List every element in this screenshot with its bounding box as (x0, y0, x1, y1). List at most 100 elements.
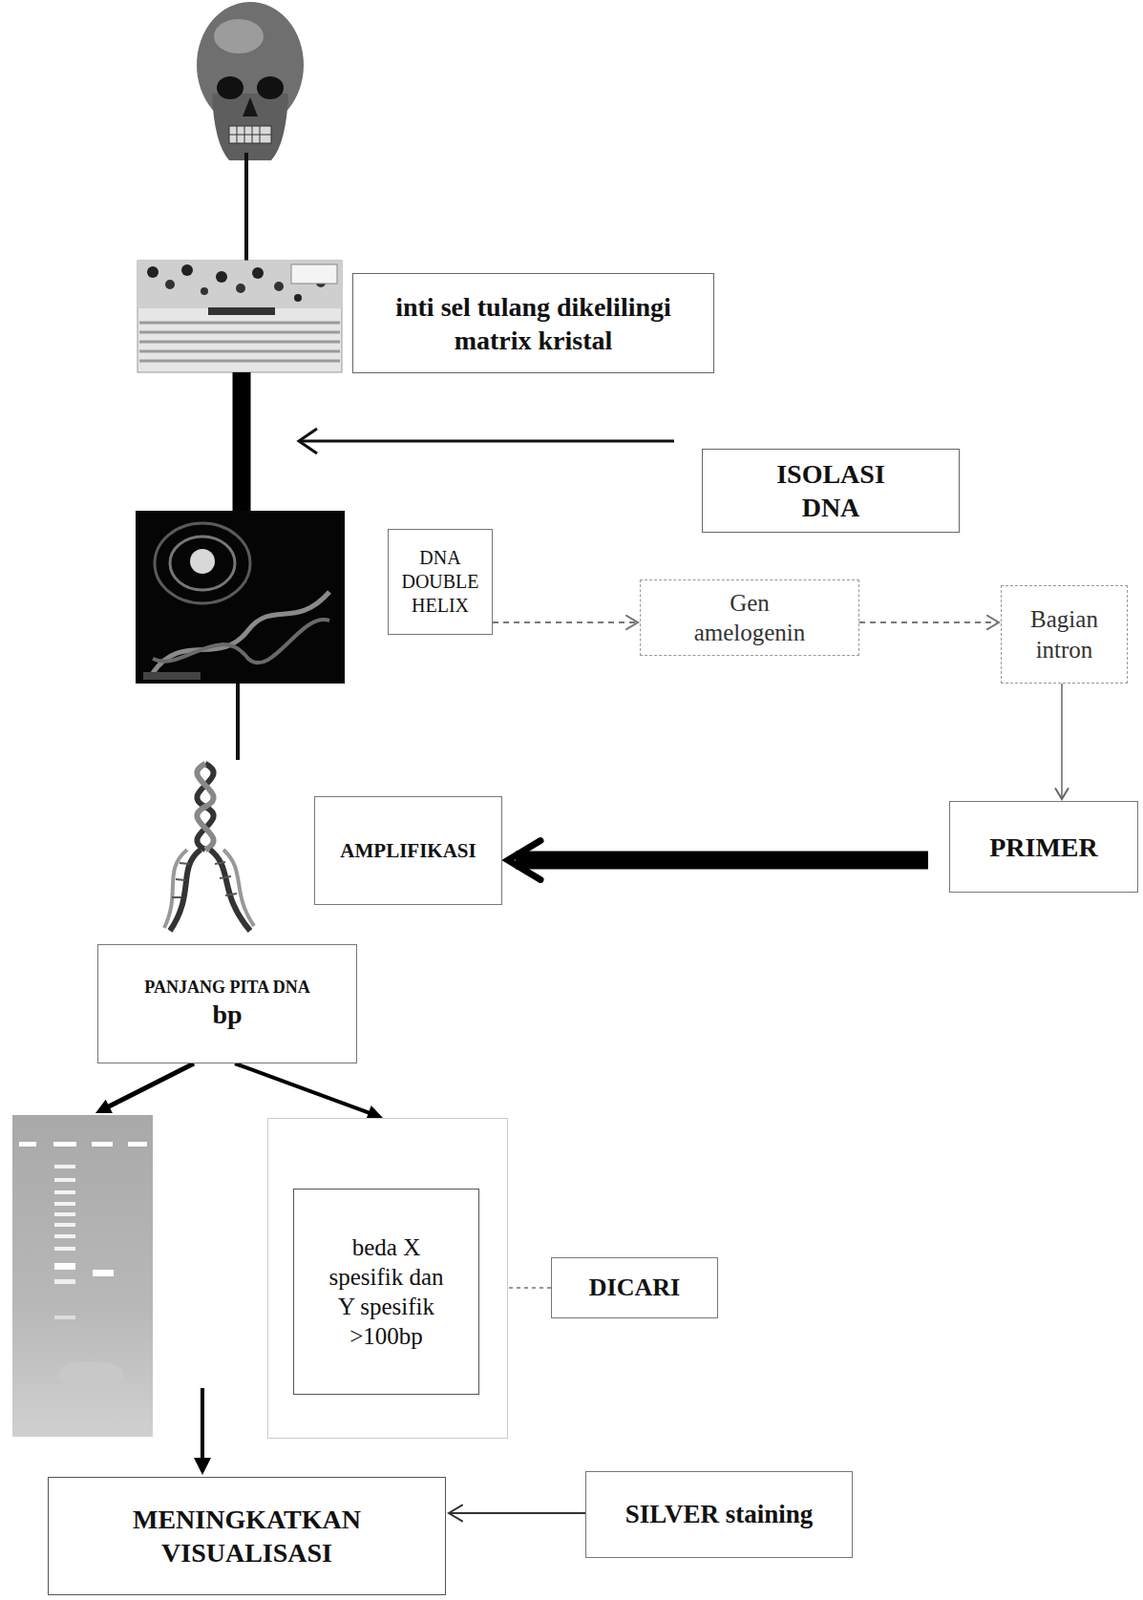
connector (1055, 683, 1068, 800)
arrow-head (298, 428, 318, 454)
arrow-head (987, 615, 999, 630)
box-text: SILVER staining (625, 1499, 813, 1532)
gel-well (19, 1142, 37, 1147)
connector-line (234, 1063, 372, 1115)
dna-strand (152, 592, 330, 674)
gel-well (91, 1142, 113, 1147)
micrograph-inset (291, 264, 338, 284)
connector-line (448, 1512, 586, 1515)
box-text: DNA DOUBLE HELIX (393, 546, 487, 618)
connector (492, 615, 638, 630)
text-box: DNA DOUBLE HELIX (387, 529, 493, 635)
box-text: MENINGKATKAN VISUALISASI (67, 1502, 426, 1570)
cell-dot (252, 267, 264, 279)
skull-cranium (196, 1, 304, 128)
dna-swirl (154, 523, 251, 604)
connector-bar (232, 372, 252, 511)
dashed-box: Gen amelogenin (639, 579, 860, 657)
micrograph-top (137, 260, 342, 309)
arrow-line (299, 440, 675, 444)
connector (508, 841, 929, 881)
connector (448, 1505, 586, 1523)
arrow-head (193, 1458, 212, 1476)
connector-line (492, 621, 638, 624)
dna-illustration (135, 510, 345, 684)
process-box: ISOLASI DNA (701, 448, 960, 533)
bone-cell-micrograph (137, 260, 342, 373)
skull-highlight (213, 19, 264, 54)
box-text: DICARI (589, 1272, 680, 1305)
cell-dot (235, 283, 246, 294)
skull-illustration (196, 1, 304, 161)
gel-smear (57, 1361, 125, 1389)
skull-eye (216, 76, 244, 100)
connector-line (515, 851, 929, 870)
gel-well (127, 1142, 148, 1147)
cell-dot (181, 264, 193, 276)
box-text: Gen amelogenin (678, 588, 821, 649)
ladder-bands (54, 1166, 76, 1249)
result-box: MENINGKATKAN VISUALISASI (47, 1477, 446, 1596)
dna-picture-ground (135, 510, 345, 684)
box-text: Bagian intron (1011, 604, 1118, 665)
arrow-head (508, 841, 541, 881)
skull-teeth (229, 126, 272, 144)
cell-dot (147, 266, 159, 278)
parent-strand (196, 763, 213, 850)
arrow-head (626, 615, 638, 630)
connector-line (244, 152, 249, 261)
cell-dot (274, 281, 284, 292)
gel-well (53, 1142, 77, 1147)
connector-line (235, 683, 240, 761)
process-box: AMPLIFIKASI (314, 796, 503, 906)
skull-eye (256, 76, 284, 100)
sample-band (92, 1270, 114, 1277)
new-strand (223, 849, 254, 927)
cell-dot (200, 287, 209, 296)
arrow-line (200, 1388, 205, 1463)
text-box: inti sel tulang dikelilingi matrix krist… (352, 273, 715, 374)
connector (859, 615, 999, 630)
box-text: PANJANG PITA DNA (144, 976, 310, 999)
process-box: SILVER staining (585, 1471, 853, 1559)
skull-teeth-lines (229, 126, 272, 144)
connector-line (859, 621, 999, 624)
parent-strand (196, 763, 213, 850)
box-text: beda X spesifik dan Y spesifik >100bp (324, 1232, 448, 1353)
box-text: AMPLIFIKASI (339, 838, 476, 864)
process-box: DICARI (550, 1257, 719, 1319)
new-strand (164, 849, 188, 929)
arrow-head (95, 1100, 113, 1114)
matrix-bands (139, 322, 340, 361)
arrow-head (448, 1505, 463, 1523)
dashed-box: Bagian intron (1000, 585, 1128, 684)
ladder-band (54, 1315, 76, 1320)
connector-line (1060, 683, 1063, 800)
text-box: beda X spesifik dan Y spesifik >100bp (293, 1188, 480, 1396)
cell-dot (165, 279, 175, 290)
process-box: PRIMER (949, 801, 1139, 893)
skull-face (211, 93, 289, 161)
micrograph-marker (208, 307, 276, 316)
result-box: PANJANG PITA DNAbp (97, 944, 358, 1064)
ladder-band (54, 1263, 76, 1270)
new-strand (210, 849, 251, 932)
arrow-head (1055, 788, 1068, 800)
cell-dot (294, 294, 302, 302)
new-strand (169, 849, 201, 932)
dna-replication-illustration (164, 763, 254, 932)
base-pairs (171, 862, 237, 898)
box-text: PRIMER (989, 830, 1099, 865)
skull-nose (242, 97, 258, 117)
dna-strand (152, 619, 330, 663)
box-text: ISOLASI DNA (745, 457, 916, 525)
gel-electrophoresis-photo (12, 1115, 153, 1438)
connector (234, 1063, 383, 1121)
gel-ground (12, 1115, 153, 1438)
ladder-band (54, 1279, 76, 1285)
dna-caption-bar (143, 672, 201, 680)
box-text: inti sel tulang dikelilingi matrix krist… (381, 290, 685, 358)
